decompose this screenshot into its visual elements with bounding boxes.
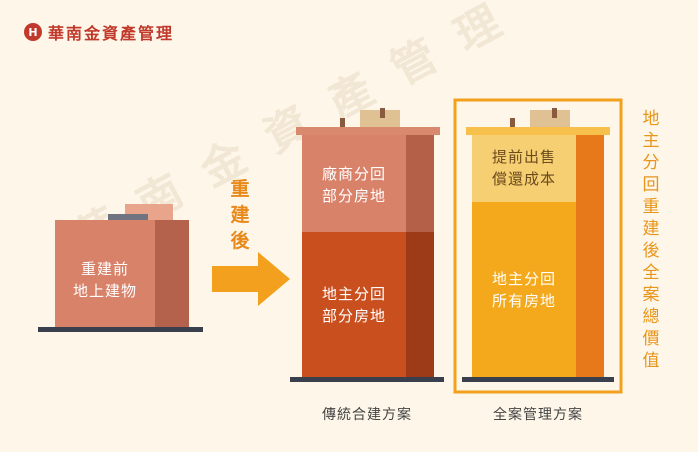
trad-base xyxy=(290,377,444,382)
side-note: 地主分回重建後全案總價值 xyxy=(642,109,660,371)
traditional-building xyxy=(290,108,444,382)
full-top-front xyxy=(472,135,576,202)
trad-bottom-line2: 部分房地 xyxy=(321,307,386,325)
arrow-shape xyxy=(212,252,290,306)
arrow-label: 重建後 xyxy=(230,178,250,252)
trad-caption: 傳統合建方案 xyxy=(322,407,412,423)
trad-top-line2: 部分房地 xyxy=(321,187,386,205)
brand: H 華南金資產管理 xyxy=(24,20,174,44)
full-bottom-line1: 地主分回 xyxy=(491,270,556,288)
full-bottom-line2: 所有房地 xyxy=(491,292,556,310)
before-line1: 重建前 xyxy=(80,260,129,278)
trad-chimney-2 xyxy=(380,108,385,118)
full-caption: 全案管理方案 xyxy=(493,407,583,423)
before-side xyxy=(155,220,189,328)
trad-bottom-label: 地主分回 部分房地 xyxy=(302,283,406,327)
trad-bottom-line1: 地主分回 xyxy=(321,285,386,303)
trad-top-front xyxy=(302,135,406,232)
before-front xyxy=(55,220,155,328)
full-top-line1: 提前出售 xyxy=(491,148,556,166)
full-crate xyxy=(530,110,570,127)
trad-chimney-1 xyxy=(340,118,345,127)
full-chimney-2 xyxy=(552,108,557,118)
trad-roof xyxy=(296,127,440,135)
full-base xyxy=(462,377,614,382)
full-bottom-front xyxy=(472,202,576,377)
brand-name: 華南金資產管理 xyxy=(48,24,175,43)
trad-bottom-front xyxy=(302,232,406,377)
full-bottom-label: 地主分回 所有房地 xyxy=(472,268,576,312)
trad-crate xyxy=(360,110,400,127)
before-roof-slab xyxy=(108,214,148,222)
full-top-line2: 償還成本 xyxy=(491,170,556,188)
highlight-frame xyxy=(453,98,623,394)
before-line2: 地上建物 xyxy=(72,282,137,300)
full-chimney-1 xyxy=(510,118,515,127)
trad-top-label: 廠商分回 部分房地 xyxy=(302,163,406,207)
trad-top-line1: 廠商分回 xyxy=(321,165,386,183)
full-building xyxy=(453,98,623,394)
full-roof xyxy=(466,127,610,135)
before-base xyxy=(38,327,203,332)
full-side xyxy=(576,135,604,377)
full-top-label: 提前出售 償還成本 xyxy=(472,146,576,190)
trad-top-side xyxy=(406,135,434,232)
brand-logo-icon: H xyxy=(24,23,42,41)
before-building-label: 重建前 地上建物 xyxy=(55,258,155,302)
before-building xyxy=(38,204,203,332)
trad-bottom-side xyxy=(406,232,434,377)
